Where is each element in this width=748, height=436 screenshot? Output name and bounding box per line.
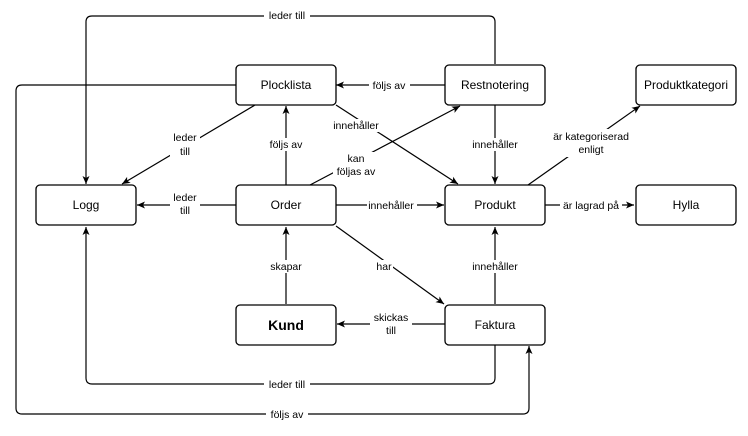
edge-plocklista-faktura: [15, 84, 533, 415]
label-produkt-kategori-line2: enligt: [578, 144, 603, 156]
label-order-faktura: har: [376, 261, 392, 273]
label-faktura-produkt: innehåller: [472, 261, 518, 273]
node-plocklista[interactable]: Plocklista: [235, 64, 337, 106]
node-order[interactable]: Order: [235, 184, 337, 226]
edge-plocklista-produkt: [335, 104, 459, 185]
node-logg[interactable]: Logg: [35, 184, 137, 226]
label-faktura-logg: leder till: [269, 379, 305, 391]
node-produkt[interactable]: Produkt: [444, 184, 546, 226]
label-faktura-kund-line1: skickas: [374, 312, 408, 324]
label-order-restnotering-line1: kan: [348, 153, 365, 165]
label-order-plocklista: följs av: [270, 139, 303, 151]
label-plocklista-loop: följs av: [271, 409, 304, 421]
label-restnotering-produkt: innehåller: [472, 139, 518, 151]
label-kund-order: skapar: [270, 261, 302, 273]
edge-order-restnotering: [309, 105, 461, 186]
label-produkt-kategori-line1: är kategoriserad: [553, 131, 629, 143]
node-kund-label: Kund: [268, 317, 304, 333]
label-produkt-hylla: är lagrad på: [563, 200, 619, 212]
nodes: Plocklista Restnotering Produktkategori …: [35, 64, 737, 346]
label-order-restnotering-line2: följas av: [337, 166, 376, 178]
node-hylla-label: Hylla: [673, 198, 700, 212]
node-faktura[interactable]: Faktura: [444, 304, 546, 346]
node-restnotering-label: Restnotering: [461, 78, 529, 92]
node-produktkategori-label: Produktkategori: [644, 78, 728, 92]
label-restnotering-logg: leder till: [269, 10, 305, 22]
label-faktura-kund-line2: till: [386, 325, 396, 337]
node-plocklista-label: Plocklista: [261, 78, 312, 92]
node-faktura-label: Faktura: [475, 318, 516, 332]
edge-labels: leder till följs av leder till innehålle…: [170, 9, 633, 421]
node-hylla[interactable]: Hylla: [635, 184, 737, 226]
label-order-logg-line2: till: [180, 205, 190, 217]
label-plocklista-produkt: innehåller: [333, 120, 379, 132]
label-restnotering-plocklista: följs av: [373, 80, 406, 92]
node-produkt-label: Produkt: [474, 198, 516, 212]
node-produktkategori[interactable]: Produktkategori: [635, 64, 737, 106]
label-plocklista-logg-line2: till: [180, 146, 190, 158]
label-plocklista-logg-line1: leder: [173, 132, 197, 144]
label-order-logg-line1: leder: [173, 192, 197, 204]
label-order-produkt: innehåller: [368, 200, 414, 212]
node-order-label: Order: [271, 198, 302, 212]
node-kund[interactable]: Kund: [235, 304, 337, 346]
node-logg-label: Logg: [73, 198, 100, 212]
node-restnotering[interactable]: Restnotering: [444, 64, 546, 106]
